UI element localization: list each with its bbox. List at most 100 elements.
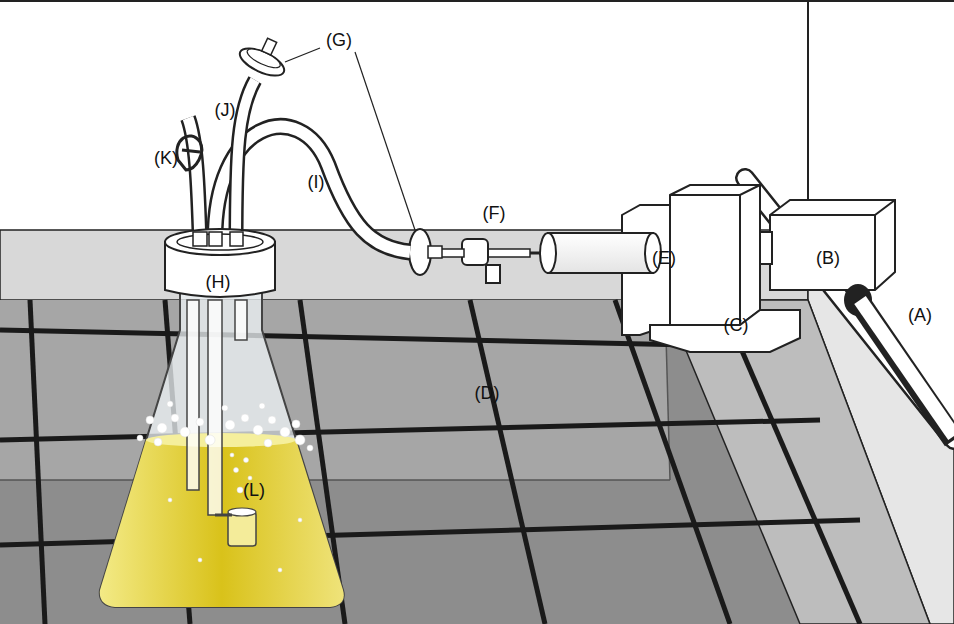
foam-bubbles [196, 418, 204, 426]
syringe-clamp [670, 185, 760, 325]
gas-sparger [228, 508, 256, 516]
part-label: (I) [308, 172, 325, 193]
gas-sparger [228, 512, 256, 546]
part-label: (H) [206, 272, 231, 293]
syringe-filter [428, 246, 442, 258]
foam-bubbles [137, 401, 313, 572]
inner-tubes [208, 300, 222, 515]
part-label: (G) [326, 30, 352, 51]
foam-bubbles [198, 558, 202, 562]
flask-stopper [165, 229, 275, 297]
inner-tubes [187, 300, 247, 515]
water-bath [0, 479, 670, 481]
leader-line [355, 52, 415, 230]
syringe [528, 233, 661, 273]
back-wall [0, 0, 954, 2]
foam-bubbles [292, 420, 300, 428]
pump-body [770, 200, 895, 290]
water-bath [30, 300, 45, 624]
part-label: (J) [215, 100, 236, 121]
foam-bubbles [259, 403, 265, 409]
foam-bubbles [225, 420, 235, 430]
foam-bubbles [278, 568, 282, 572]
stopcock [440, 239, 530, 283]
flask-stopper [193, 232, 207, 246]
stopcock [440, 249, 464, 257]
part-label: (L) [243, 480, 265, 501]
foam-bubbles [298, 518, 302, 522]
foam-bubbles [234, 468, 239, 473]
syringe-clamp [670, 185, 760, 195]
water-bath [0, 420, 820, 440]
stopcock [462, 239, 488, 265]
foam-bubbles [171, 414, 179, 422]
gas-sparger [215, 508, 256, 546]
water-bath [0, 300, 800, 624]
foam-bubbles [241, 414, 249, 422]
foam-bubbles [222, 405, 228, 411]
pump-body [770, 200, 895, 215]
part-label: (D) [475, 383, 500, 404]
leader-line [285, 48, 415, 230]
vent-tube [262, 38, 277, 55]
sampling-tube [177, 118, 202, 245]
erlenmeyer-flask [100, 290, 344, 607]
foam-bubbles [268, 416, 276, 424]
water-bath [0, 300, 860, 624]
sampling-tube [182, 150, 200, 152]
foam-bubbles [244, 458, 249, 463]
inner-tubes [235, 300, 247, 340]
foam-bubbles [167, 401, 173, 407]
foam-bubbles [248, 476, 252, 480]
foam-bubbles [180, 427, 190, 437]
vent-tube [236, 80, 255, 245]
foam-bubbles [168, 498, 172, 502]
foam-bubbles [230, 453, 234, 457]
syringe [540, 233, 556, 273]
foam-bubbles [157, 423, 167, 433]
flask-stopper [230, 232, 243, 246]
water-bath [0, 300, 670, 480]
flask-stopper [209, 232, 222, 246]
erlenmeyer-flask [100, 290, 344, 607]
pump-body [874, 215, 876, 290]
foam-bubbles [154, 438, 162, 446]
foam-bubbles [205, 435, 215, 445]
stopcock [486, 265, 500, 283]
part-label: (E) [652, 248, 676, 269]
pump-body [860, 300, 954, 436]
vent-tube [236, 80, 255, 245]
foam-bubbles [137, 435, 143, 441]
vent-tube [236, 30, 294, 81]
foam-bubbles [295, 435, 305, 445]
syringe-clamp [739, 195, 741, 325]
syringe-clamp [622, 185, 800, 352]
part-label: (K) [154, 148, 178, 169]
part-label: (A) [908, 305, 932, 326]
foam-bubbles [280, 427, 290, 437]
foam-bubbles [307, 445, 313, 451]
foam-bubbles [237, 487, 243, 493]
gas-sparger [215, 514, 232, 517]
syringe-clamp [650, 310, 800, 352]
inner-tubes [187, 300, 199, 490]
pump-body [858, 300, 954, 440]
part-label: (C) [724, 315, 749, 336]
foam-bubbles [253, 425, 263, 435]
flask-stopper [165, 229, 275, 255]
foam-bubbles [264, 439, 272, 447]
water-bath [470, 300, 545, 624]
syringe [548, 233, 653, 273]
sampling-tube [177, 136, 202, 170]
part-label: (F) [483, 203, 506, 224]
water-bath [0, 300, 930, 624]
leader-line [285, 48, 320, 62]
foam-bubbles [146, 416, 154, 424]
part-label: (B) [816, 248, 840, 269]
syringe-filter [409, 229, 442, 275]
